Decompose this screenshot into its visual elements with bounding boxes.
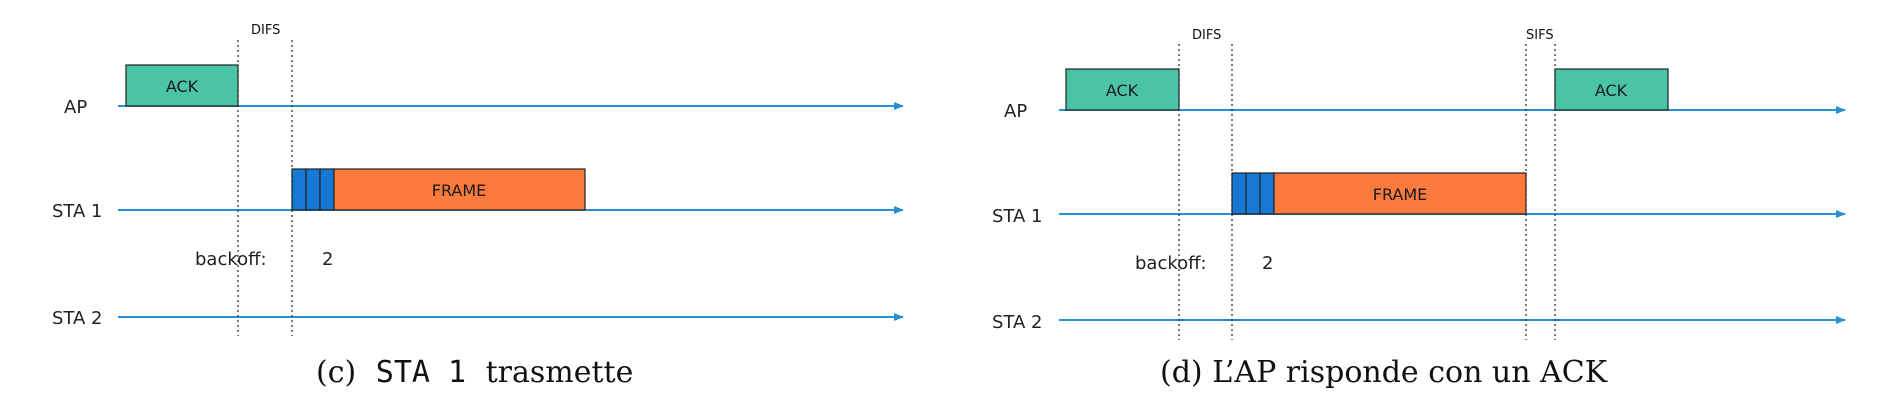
row-label-ap: AP: [1004, 101, 1027, 122]
frame-box: [1273, 172, 1527, 215]
caption-c: (c) STA 1 trasmette: [316, 355, 633, 390]
row-label-sta2: STA 2: [52, 308, 103, 329]
backoff-label: backoff:: [1135, 253, 1207, 274]
panel-c: AP STA 1 STA 2 DIFS ACK FRAME backoff: 2…: [52, 23, 904, 390]
sifs-label: SIFS: [1526, 28, 1554, 43]
frame-label: FRAME: [1373, 185, 1428, 204]
row-label-sta1: STA 1: [52, 201, 103, 222]
ack-box: [1554, 68, 1669, 111]
ack-label: ACK: [166, 77, 199, 96]
backoff-label: backoff:: [195, 249, 267, 270]
backoff-value: 2: [322, 249, 333, 270]
backoff-slot: [1259, 172, 1275, 215]
difs-label: DIFS: [251, 23, 280, 38]
ack-label: ACK: [1106, 81, 1139, 100]
caption-d: (d) L’AP risponde con un ACK: [1160, 355, 1608, 390]
ack-label: ACK: [1595, 81, 1628, 100]
row-label-ap: AP: [64, 97, 87, 118]
frame-box: [333, 168, 586, 211]
backoff-slot: [1245, 172, 1261, 215]
backoff-slot: [305, 168, 321, 211]
backoff-value: 2: [1262, 253, 1273, 274]
ack-box: [125, 64, 239, 107]
backoff-slot: [1231, 172, 1247, 215]
difs-label: DIFS: [1192, 28, 1221, 43]
caption-c-prefix: (c): [316, 355, 356, 390]
ack-box: [1065, 68, 1180, 111]
frame-label: FRAME: [432, 181, 487, 200]
backoff-slot: [291, 168, 307, 211]
row-label-sta1: STA 1: [992, 206, 1043, 227]
caption-c-code: STA 1: [376, 355, 466, 390]
row-label-sta2: STA 2: [992, 312, 1043, 333]
caption-c-text: trasmette: [486, 355, 634, 390]
backoff-slot: [319, 168, 335, 211]
panel-d: AP STA 1 STA 2 DIFS SIFS ACK ACK FRAME b…: [992, 28, 1846, 390]
